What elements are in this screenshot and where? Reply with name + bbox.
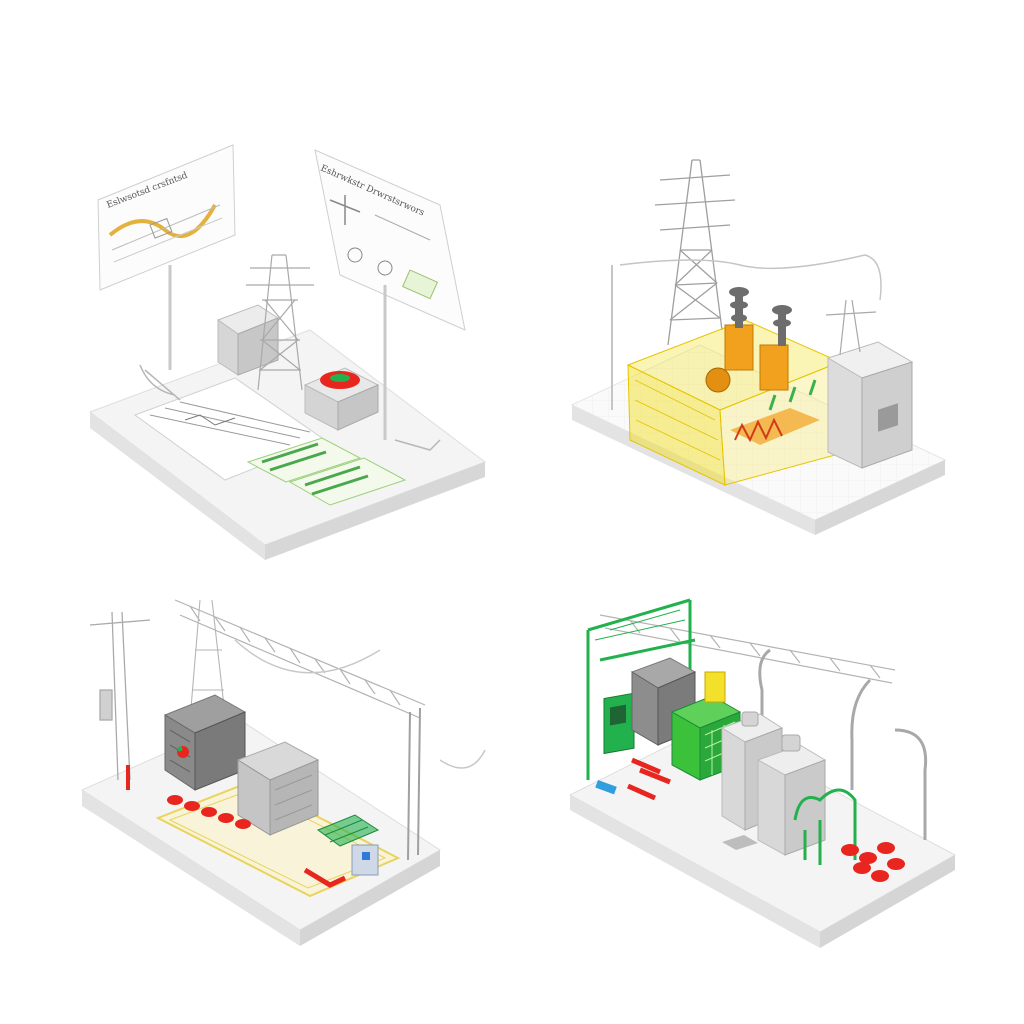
lattice-tower-icon xyxy=(89,611,151,781)
base-slab-front xyxy=(265,462,485,560)
scene-bottom-right xyxy=(568,598,957,948)
breaker-box xyxy=(303,367,380,431)
green-coil xyxy=(793,788,857,865)
scene-top-left: Eslwsotsd crsfntsd Eshrwkstr Drwrstsrwor… xyxy=(88,144,487,560)
scene-bottom-left xyxy=(80,599,486,946)
lattice-tower-icon xyxy=(825,299,877,356)
base-slab-side xyxy=(90,412,265,560)
transformer-icon xyxy=(163,694,247,791)
breaker-icon xyxy=(167,795,251,829)
cabinet-icon xyxy=(720,711,827,856)
green-frame xyxy=(586,598,696,780)
scene-top-right xyxy=(570,159,947,535)
breaker-icon xyxy=(841,842,905,882)
lattice-tower-icon xyxy=(189,599,226,721)
insulator-icon xyxy=(729,287,792,346)
cooling-unit xyxy=(316,814,380,876)
drawing-panel-left: Eslwsotsd crsfntsd xyxy=(97,144,236,291)
drawing-panel-right: Eshrwkstr Drwrstsrwors xyxy=(314,149,466,331)
lattice-tower-icon xyxy=(246,254,314,391)
certificate-sheets xyxy=(246,437,407,506)
transformer-icon xyxy=(236,741,320,836)
cabinet-icon xyxy=(826,341,914,469)
cabinet-icon xyxy=(216,304,280,376)
blue-tag xyxy=(595,780,617,795)
yellow-enclosure xyxy=(626,287,842,486)
gantry-truss xyxy=(599,614,928,840)
gantry-truss xyxy=(174,599,426,861)
lattice-tower-icon xyxy=(654,159,736,346)
